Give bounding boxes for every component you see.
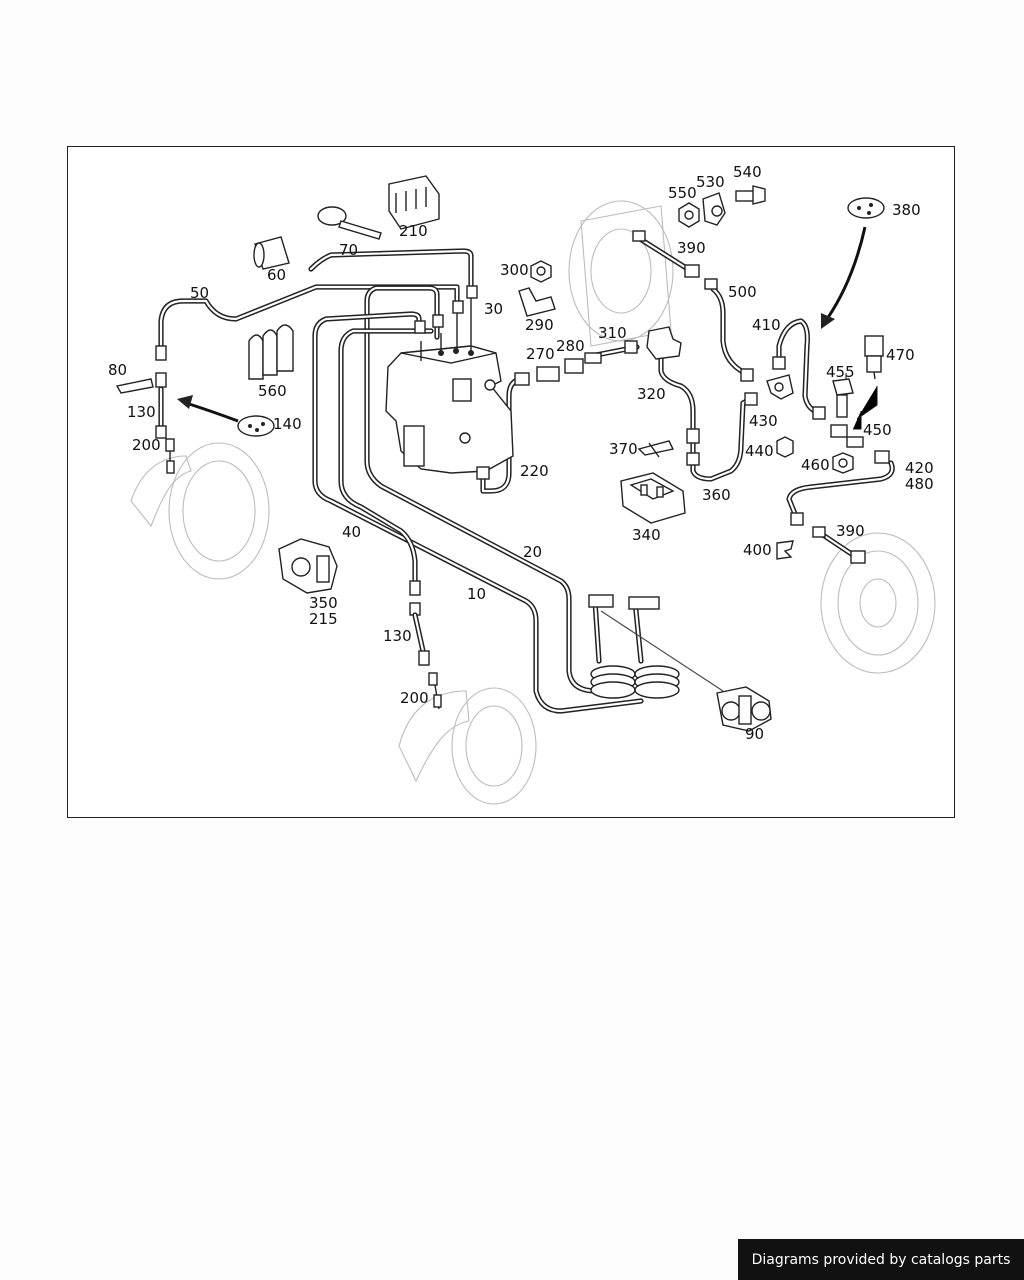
fittings-rear — [476, 230, 890, 564]
label-30: 30 — [484, 300, 503, 318]
brake-line-220 — [480, 376, 524, 494]
fitting-450 — [830, 424, 864, 448]
grommet-380 — [847, 197, 885, 219]
label-380: 380 — [892, 201, 921, 219]
credit-banner: Diagrams provided by catalogs parts — [738, 1239, 1024, 1280]
label-530: 530 — [696, 173, 725, 191]
fitting-455 — [832, 378, 854, 418]
label-80: 80 — [108, 361, 127, 379]
label-550: 550 — [668, 184, 697, 202]
background-wheel-front-left — [130, 442, 270, 580]
brake-line-30 — [308, 248, 474, 296]
label-200-lower: 200 — [400, 689, 429, 707]
label-320: 320 — [637, 385, 666, 403]
label-10: 10 — [467, 585, 486, 603]
label-130-upper: 130 — [127, 403, 156, 421]
brake-lines-diagram: 10 20 30 40 50 60 70 80 90 130 130 140 2… — [108, 163, 936, 805]
label-360: 360 — [702, 486, 731, 504]
label-350: 350 — [309, 594, 338, 612]
abs-hydraulic-unit — [385, 285, 514, 474]
label-390-lower: 390 — [836, 522, 865, 540]
label-470: 470 — [886, 346, 915, 364]
brake-line-50 — [158, 284, 460, 354]
arrow-380 — [821, 226, 867, 329]
hose-130-lower — [409, 580, 430, 666]
label-560: 560 — [258, 382, 287, 400]
brake-line-410 — [776, 318, 822, 416]
nut-300 — [530, 260, 552, 283]
label-290: 290 — [525, 316, 554, 334]
label-455: 455 — [826, 363, 855, 381]
label-450: 450 — [863, 421, 892, 439]
label-390-upper: 390 — [677, 239, 706, 257]
label-440: 440 — [745, 442, 774, 460]
label-40: 40 — [342, 523, 361, 541]
leader-lines — [845, 373, 878, 430]
bolt-540 — [735, 185, 766, 205]
label-50: 50 — [190, 284, 209, 302]
label-280: 280 — [556, 337, 585, 355]
connector-270-280 — [514, 340, 638, 386]
bracket-290 — [518, 287, 556, 317]
sleeve-60 — [253, 236, 290, 270]
label-220: 220 — [520, 462, 549, 480]
label-430: 430 — [749, 412, 778, 430]
label-200-upper: 200 — [132, 436, 161, 454]
bolt-200-upper — [165, 438, 175, 474]
nut-550 — [678, 202, 700, 228]
label-340: 340 — [632, 526, 661, 544]
grommet-140 — [237, 415, 275, 437]
mount-350 — [278, 538, 338, 594]
label-20: 20 — [523, 543, 542, 561]
clip-400 — [776, 540, 794, 560]
clip-block-210 — [388, 175, 440, 230]
label-370: 370 — [609, 440, 638, 458]
arrow-140 — [177, 395, 239, 423]
brake-line-10-20-40 — [312, 285, 644, 714]
clip-370 — [637, 440, 675, 458]
part-labels: 10 20 30 40 50 60 70 80 90 130 130 140 2… — [108, 163, 934, 743]
label-460: 460 — [801, 456, 830, 474]
label-270: 270 — [526, 345, 555, 363]
background-wheel-front-right — [398, 687, 537, 805]
label-130-lower: 130 — [383, 627, 412, 645]
label-420: 420 — [905, 459, 934, 477]
hose-130-upper — [155, 345, 167, 439]
background-wheel-rear-right — [820, 532, 936, 674]
label-400: 400 — [743, 541, 772, 559]
label-500: 500 — [728, 283, 757, 301]
sensor-470 — [864, 335, 884, 380]
brake-line-500 — [634, 234, 748, 376]
label-540: 540 — [733, 163, 762, 181]
label-70: 70 — [339, 241, 358, 259]
label-480: 480 — [905, 475, 934, 493]
label-60: 60 — [267, 266, 286, 284]
label-215: 215 — [309, 610, 338, 628]
fittings-near-90 — [588, 594, 660, 610]
cable-tie-70 — [317, 206, 382, 240]
clip-80 — [115, 378, 154, 394]
brake-line-420 — [786, 460, 895, 522]
label-140: 140 — [273, 415, 302, 433]
label-210: 210 — [399, 222, 428, 240]
block-340 — [620, 472, 686, 524]
pipe-coils — [590, 598, 724, 699]
label-90: 90 — [745, 725, 764, 743]
valve-90 — [716, 686, 772, 732]
brake-line-360 — [658, 348, 754, 482]
bracket-320 — [646, 326, 682, 360]
bracket-530 — [702, 192, 726, 226]
label-300: 300 — [500, 261, 529, 279]
bolt-200-lower — [428, 672, 442, 710]
nut-460 — [832, 452, 854, 474]
sleeves-560 — [248, 324, 294, 380]
nut-440 — [776, 436, 794, 458]
label-410: 410 — [752, 316, 781, 334]
label-310: 310 — [598, 324, 627, 342]
tee-430 — [766, 374, 794, 400]
diagram-frame: 10 20 30 40 50 60 70 80 90 130 130 140 2… — [67, 146, 955, 818]
credit-text: Diagrams provided by catalogs parts — [751, 1251, 1011, 1268]
